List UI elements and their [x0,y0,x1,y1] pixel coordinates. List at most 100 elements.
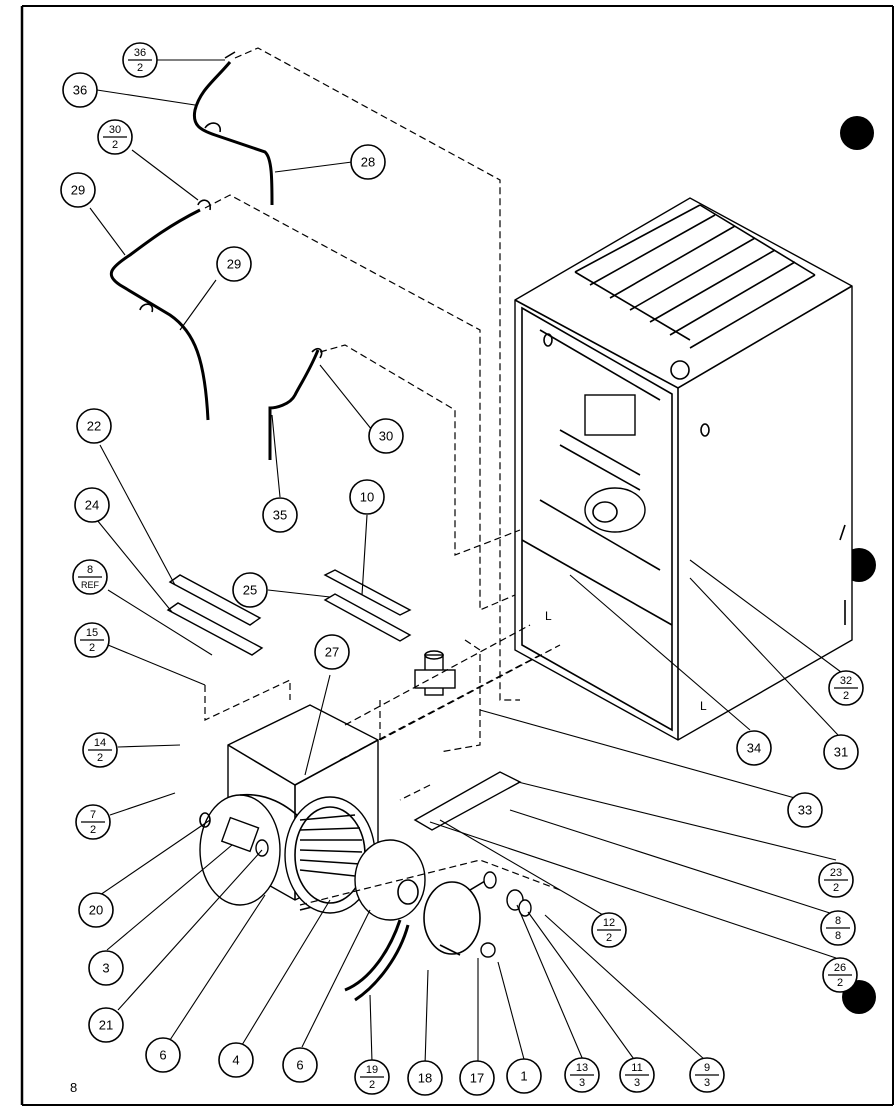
callout-denominator: 3 [704,1077,710,1089]
callout-c10: 10 [349,479,385,515]
callout-numerator: 32 [840,675,852,687]
callout-circle [218,1042,254,1078]
callout-c28: 28 [350,144,386,180]
callout-numerator: 11 [631,1062,642,1074]
callout-c29b: 29 [216,246,252,282]
callout-label: 30 [379,429,393,444]
callout-denominator: 2 [833,882,839,894]
callout-label: 25 [243,583,257,598]
callout-label: 29 [71,183,85,198]
page-number: 8 [70,1080,77,1095]
callout-c25: 25 [232,572,268,608]
callout-circle [407,1060,443,1096]
callout-denominator: 2 [89,642,95,654]
callout-c20: 20 [78,892,114,928]
callout-c6b: 6 [282,1047,318,1083]
callout-c4: 4 [218,1042,254,1078]
callout-circle [232,572,268,608]
callout-numerator: 19 [366,1064,378,1076]
callout-c17: 17 [459,1060,495,1096]
callout-label: 3 [102,961,109,976]
callout-c19-2: 192 [354,1059,390,1095]
blower-assembly [199,704,532,1002]
callout-denominator: REF [81,580,100,590]
callout-c11-3: 113 [619,1057,655,1093]
callout-label: 1 [520,1069,527,1084]
callout-numerator: 30 [109,124,121,136]
callout-circle [78,892,114,928]
callout-denominator: 2 [112,139,118,151]
callout-circle [459,1060,495,1096]
callout-denominator: 2 [97,752,103,764]
callout-circle [145,1037,181,1073]
callout-label: 24 [85,498,99,513]
assembly-lines [204,47,561,906]
callout-label: 10 [360,490,374,505]
callout-denominator: 3 [579,1077,585,1089]
callout-numerator: 13 [576,1062,588,1074]
callout-c13-3: 133 [564,1057,600,1093]
callout-denominator: 2 [90,824,96,836]
callout-c18: 18 [407,1060,443,1096]
callout-label: 33 [798,803,812,818]
callout-circle [88,1007,124,1043]
callout-numerator: 26 [834,962,846,974]
callout-circle [282,1047,318,1083]
callout-circle [262,497,298,533]
callout-circle [736,730,772,766]
callout-label: 35 [273,508,287,523]
callout-c27: 27 [314,634,350,670]
callout-label: 17 [470,1071,484,1086]
callout-circle [76,408,112,444]
callout-circle [349,479,385,515]
callout-circle [350,144,386,180]
callout-circle [74,487,110,523]
callout-c3: 3 [88,950,124,986]
callout-circle [216,246,252,282]
callout-c24: 24 [74,487,110,523]
callout-denominator: 8 [835,930,841,942]
callout-numerator: 12 [603,917,615,929]
callout-c30-2: 302 [97,119,133,155]
callout-c26-2: 262 [822,957,858,993]
gas-valve [414,639,481,753]
callout-label: 18 [418,1071,432,1086]
callout-label: 31 [834,745,848,760]
callout-c36-2: 362 [122,42,158,78]
callout-c1: 1 [506,1058,542,1094]
callout-denominator: 2 [843,690,849,702]
svg-text:L: L [545,609,552,623]
callout-c21: 21 [88,1007,124,1043]
callout-numerator: 15 [86,627,98,639]
callout-c29a: 29 [60,172,96,208]
leader-lines [89,59,846,1066]
callout-numerator: 8 [87,564,93,576]
callout-label: 6 [159,1048,166,1063]
gas-tubes [109,51,323,460]
callout-c15-2: 152 [74,622,110,658]
callout-numerator: 9 [704,1062,710,1074]
callout-c7-2: 72 [75,804,111,840]
callout-label: 36 [73,83,87,98]
callout-c36: 36 [62,72,98,108]
callout-c34: 34 [736,730,772,766]
svg-text:L: L [700,699,707,713]
callout-numerator: 23 [830,867,842,879]
callout-c12-2: 122 [591,912,627,948]
callout-denominator: 2 [606,932,612,944]
callout-label: 20 [89,903,103,918]
callout-c30: 30 [368,418,404,454]
callout-c9-3: 93 [689,1057,725,1093]
callout-layer: 36236302282929303522248REF15210252714272… [60,42,864,1096]
callout-c32-2: 322 [828,670,864,706]
callout-circle [314,634,350,670]
furnace-cabinet: L L [514,197,853,741]
callout-denominator: 2 [137,62,143,74]
callout-circle [88,950,124,986]
callout-c14-2: 142 [82,732,118,768]
callout-circle [60,172,96,208]
callout-label: 6 [296,1058,303,1073]
callout-circle [62,72,98,108]
